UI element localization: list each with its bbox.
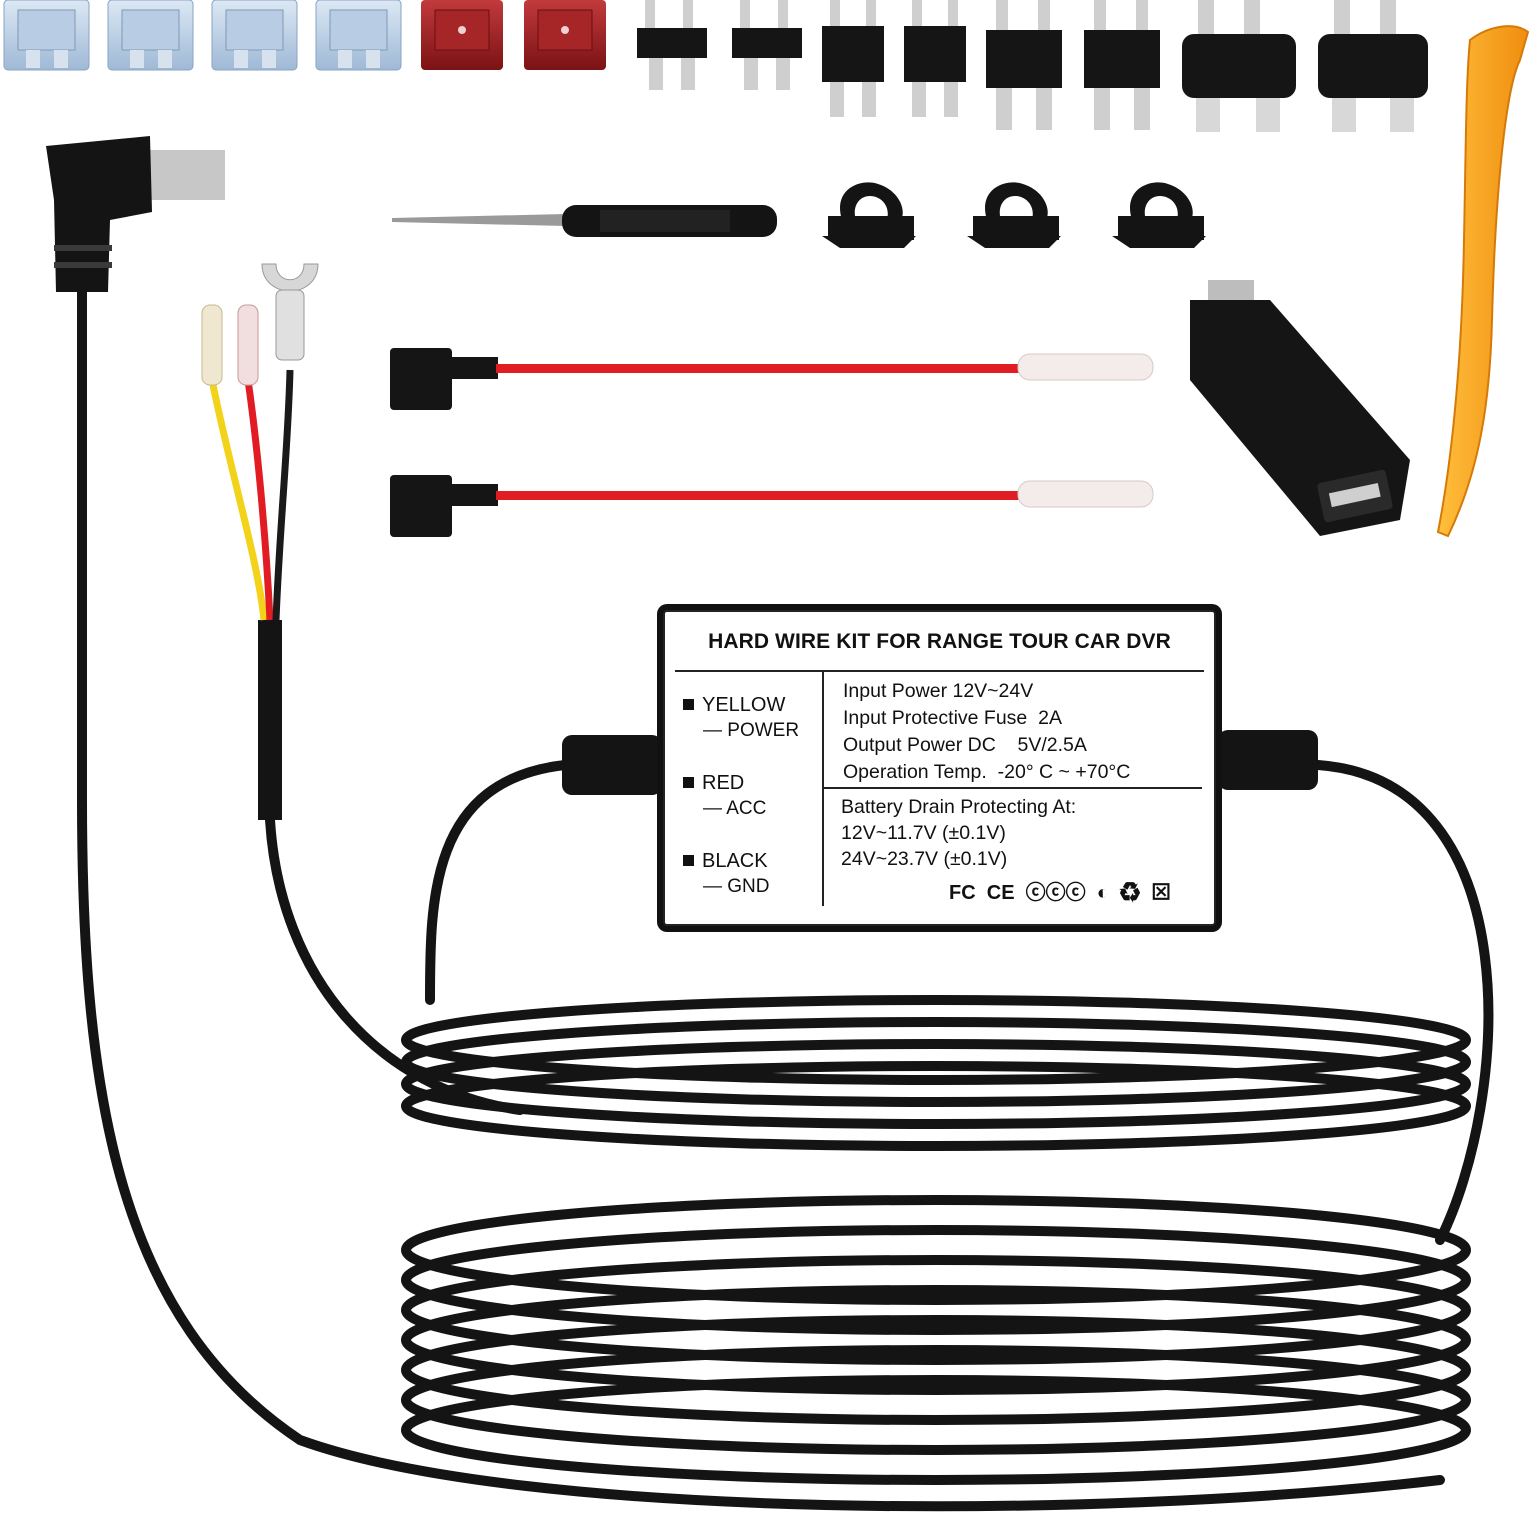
fuse-tap	[637, 0, 707, 90]
spec-output-power: Output Power DC 5V/2.5A	[843, 734, 1087, 756]
mini-usb-adapter	[1190, 280, 1410, 536]
legend-color-name: BLACK	[702, 850, 768, 872]
fuse-tap	[732, 0, 802, 90]
legend-yellow: YELLOW — POWER	[683, 692, 799, 744]
cable-clip	[1112, 182, 1206, 248]
add-a-fuse-tap	[390, 475, 1154, 537]
legend-function: — POWER	[703, 720, 800, 741]
legend-black: BLACK — GND	[683, 848, 770, 900]
cable-clip	[967, 182, 1061, 248]
blue-fuses	[3, 0, 402, 71]
legend-color-name: YELLOW	[702, 694, 786, 716]
label-divider	[822, 672, 824, 906]
cable	[77, 287, 1494, 1512]
blue-fuse	[211, 0, 298, 71]
screwdriver	[392, 205, 777, 237]
fuse-tap	[986, 0, 1062, 130]
cable-clips	[822, 182, 1206, 248]
legend-bullet	[683, 699, 694, 710]
add-a-fuse-tap	[390, 348, 1154, 410]
add-a-fuse-taps	[390, 348, 1154, 537]
fuse-taps	[637, 0, 1428, 132]
strain-reliefs	[562, 730, 1318, 795]
blue-fuse	[107, 0, 194, 71]
fuse-tap	[904, 0, 966, 117]
spec-operation-temp: Operation Temp. -20° C ~ +70°C	[843, 761, 1131, 783]
red-fuse	[421, 0, 503, 70]
spec-fuse: Input Protective Fuse 2A	[843, 707, 1062, 729]
legend-bullet	[683, 855, 694, 866]
label-divider	[675, 670, 1204, 672]
cable-clip	[822, 182, 916, 248]
pry-tool	[1436, 25, 1530, 538]
red-fuse	[524, 0, 606, 70]
blue-fuse	[3, 0, 90, 71]
blue-fuse	[315, 0, 402, 71]
label-title: HARD WIRE KIT FOR RANGE TOUR CAR DVR	[708, 630, 1171, 653]
fuse-tap	[822, 0, 884, 117]
wire-breakout	[201, 263, 319, 820]
fuse-tap	[1182, 0, 1296, 132]
red-fuses	[421, 0, 606, 70]
control-box: HARD WIRE KIT FOR RANGE TOUR CAR DVR YEL…	[657, 604, 1222, 932]
fuse-tap	[1318, 0, 1428, 132]
battery-drain-heading: Battery Drain Protecting At:	[841, 796, 1077, 818]
mini-usb-plug	[46, 136, 225, 292]
legend-function: — ACC	[703, 798, 767, 819]
label-divider	[822, 787, 1202, 789]
battery-drain-24v: 24V~23.7V (±0.1V)	[841, 848, 1008, 870]
fuse-tap	[1084, 0, 1160, 130]
legend-bullet	[683, 777, 694, 788]
legend-color-name: RED	[702, 772, 745, 794]
control-box-label: HARD WIRE KIT FOR RANGE TOUR CAR DVR YEL…	[663, 610, 1216, 926]
legend-red: RED — ACC	[683, 770, 766, 822]
battery-drain-12v: 12V~11.7V (±0.1V)	[841, 822, 1006, 844]
certification-marks: FC CE ⓒⓒⓒ ◐ ♻ ⊠	[949, 882, 1172, 904]
spec-input-power: Input Power 12V~24V	[843, 680, 1034, 702]
legend-function: — GND	[703, 876, 770, 897]
